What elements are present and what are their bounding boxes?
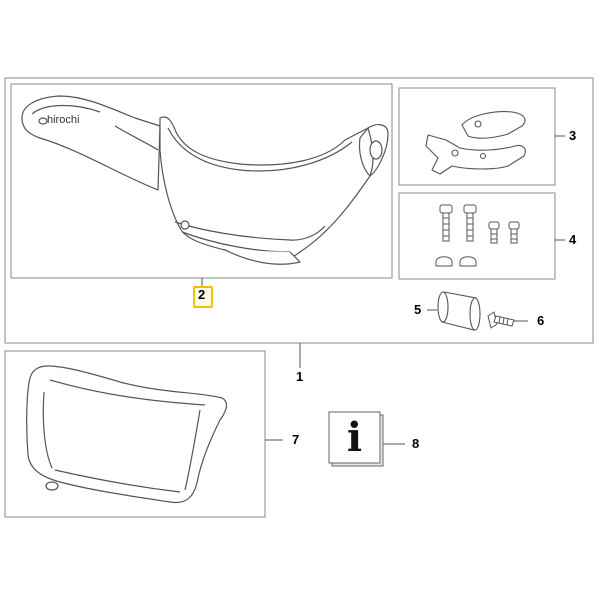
- bracket-part: [425, 111, 526, 175]
- screws-part: [435, 204, 520, 267]
- callout-5[interactable]: 5: [414, 302, 422, 317]
- callout-3[interactable]: 3: [569, 128, 577, 143]
- watermark-text: hirochi: [47, 114, 80, 126]
- assembly-frame: [4, 77, 594, 344]
- callout-4[interactable]: 4: [569, 232, 577, 247]
- bolt-part: [487, 311, 515, 329]
- selected-callout-highlight: [193, 286, 213, 308]
- info-icon: [328, 411, 384, 467]
- info-glyph: i: [346, 414, 363, 461]
- screws-box: [398, 192, 556, 280]
- bar-end-part: [437, 291, 481, 331]
- callout-2[interactable]: 2: [198, 287, 206, 302]
- callout-6[interactable]: 6: [537, 313, 545, 328]
- deflector-part: [26, 365, 228, 504]
- callout-8[interactable]: 8: [412, 436, 420, 451]
- deflector-box: [4, 350, 266, 518]
- callout-7[interactable]: 7: [292, 432, 300, 447]
- leader-lines: [201, 135, 565, 445]
- handguard-part: [21, 95, 389, 265]
- callout-1[interactable]: 1: [296, 369, 304, 384]
